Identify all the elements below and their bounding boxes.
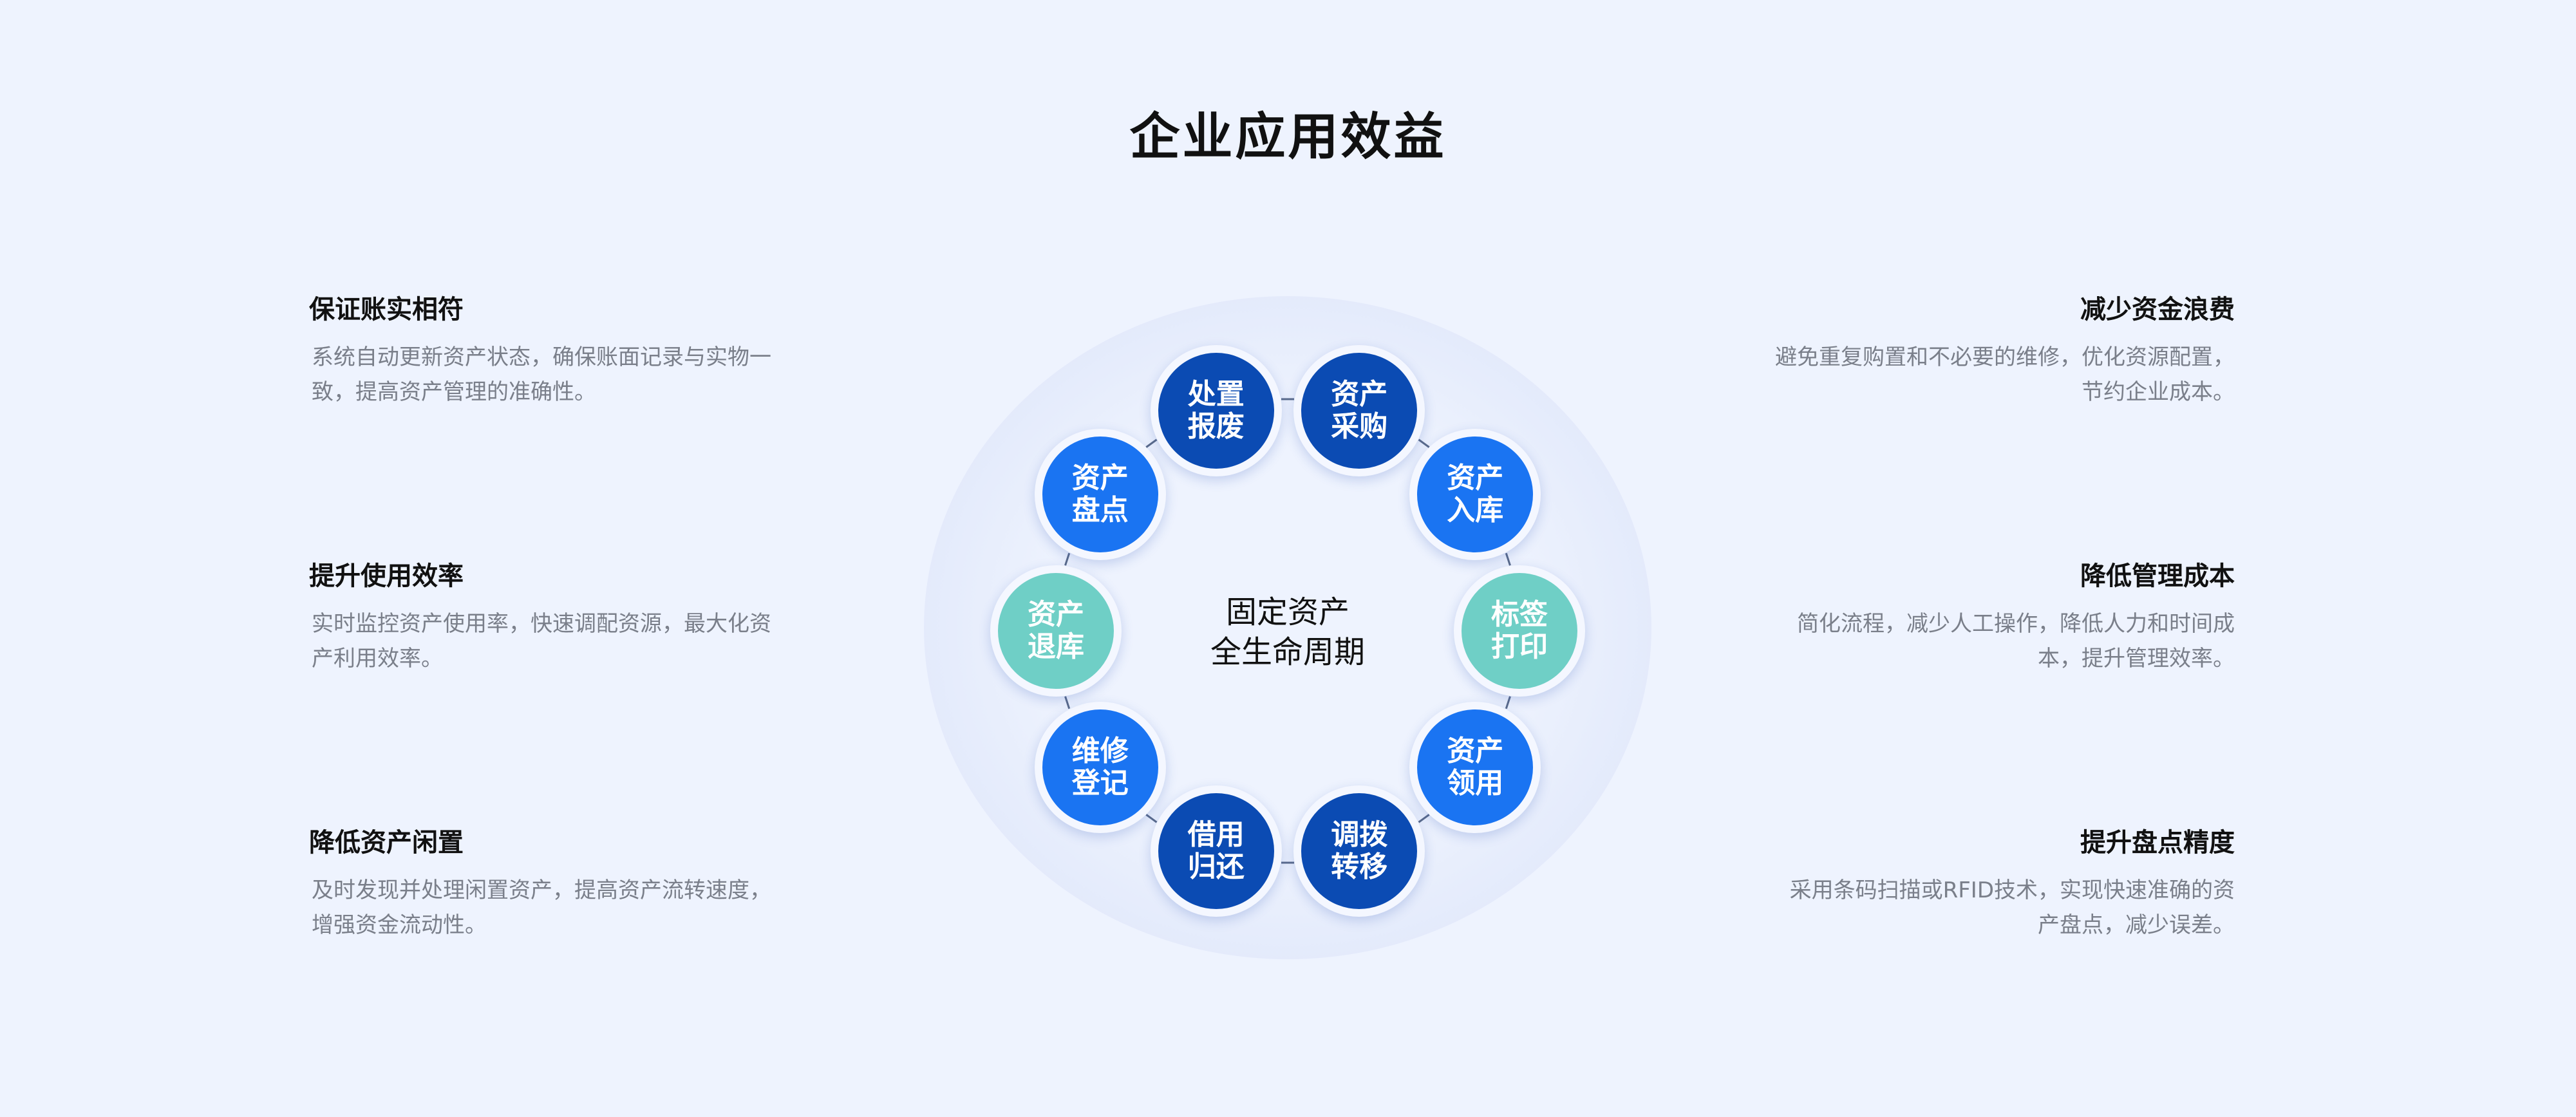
center-label-line2: 全生命周期 — [1210, 634, 1365, 670]
lifecycle-node: 资产领用 — [1409, 701, 1541, 833]
node-label-line1: 借用 — [1187, 818, 1245, 852]
node-label-line2: 入库 — [1447, 494, 1504, 527]
node-label-line2: 盘点 — [1071, 494, 1129, 527]
center-label: 固定资产 全生命周期 — [1159, 592, 1416, 672]
benefit-title: 减少资金浪费 — [2080, 295, 2235, 324]
benefit-left-2: 提升使用效率 实时监控资产使用率，快速调配资源，最大化资产利用效率。 — [309, 555, 773, 676]
benefit-title: 保证账实相符 — [309, 295, 464, 324]
cycle-connectors — [1064, 398, 1511, 864]
benefit-desc: 实时监控资产使用率，快速调配资源，最大化资产利用效率。 — [312, 611, 771, 671]
benefit-desc: 系统自动更新资产状态，确保账面记录与实物一致，提高资产管理的准确性。 — [312, 344, 771, 405]
benefit-title: 提升使用效率 — [309, 561, 464, 591]
center-label-line1: 固定资产 — [1225, 594, 1349, 630]
benefit-desc: 简化流程，减少人工操作，降低人力和时间成本，提升管理效率。 — [1797, 611, 2235, 671]
node-label-line1: 资产 — [1447, 734, 1504, 767]
benefit-right-2: 降低管理成本 简化流程，减少人工操作，降低人力和时间成本，提升管理效率。 — [1771, 555, 2235, 676]
benefit-right-1: 减少资金浪费 避免重复购置和不必要的维修，优化资源配置，节约企业成本。 — [1771, 288, 2235, 409]
node-label-line1: 资产 — [1331, 377, 1388, 411]
benefit-title: 降低管理成本 — [2080, 561, 2235, 591]
connector-tick — [1145, 438, 1158, 448]
connector-tick — [1145, 814, 1158, 823]
benefit-left-1: 保证账实相符 系统自动更新资产状态，确保账面记录与实物一致，提高资产管理的准确性… — [309, 288, 773, 409]
node-label-line1: 资产 — [1447, 462, 1504, 495]
benefit-desc: 采用条码扫描或RFID技术，实现快速准确的资产盘点，减少误差。 — [1789, 878, 2235, 938]
lifecycle-node: 资产采购 — [1293, 344, 1425, 476]
node-label-line2: 退库 — [1028, 630, 1084, 663]
node-label-line1: 维修 — [1071, 734, 1129, 767]
node-label-line1: 资产 — [1071, 462, 1129, 495]
lifecycle-node: 标签打印 — [1454, 565, 1585, 697]
node-label-line2: 登记 — [1071, 766, 1129, 800]
connector-tick — [1505, 552, 1511, 566]
page-title: 企业应用效益 — [1129, 108, 1447, 166]
node-label-line2: 转移 — [1331, 850, 1388, 884]
node-label-line2: 采购 — [1331, 409, 1388, 443]
node-label-line2: 打印 — [1491, 630, 1548, 663]
benefit-title: 降低资产闲置 — [309, 828, 464, 858]
node-label-line2: 领用 — [1447, 766, 1504, 800]
node-label-line1: 资产 — [1028, 598, 1084, 631]
benefit-title: 提升盘点精度 — [2080, 828, 2235, 858]
benefit-right-3: 提升盘点精度 采用条码扫描或RFID技术，实现快速准确的资产盘点，减少误差。 — [1771, 821, 2235, 943]
lifecycle-node: 处置报废 — [1150, 344, 1282, 476]
connector-tick — [1505, 696, 1511, 709]
node-label-line1: 调拨 — [1331, 818, 1388, 852]
benefit-desc: 及时发现并处理闲置资产，提高资产流转速度，增强资金流动性。 — [312, 878, 771, 938]
benefit-left-3: 降低资产闲置 及时发现并处理闲置资产，提高资产流转速度，增强资金流动性。 — [309, 821, 773, 943]
connector-tick — [1418, 438, 1430, 448]
node-label-line1: 标签 — [1491, 598, 1548, 631]
lifecycle-node: 维修登记 — [1034, 701, 1166, 833]
node-label-line2: 归还 — [1187, 850, 1245, 884]
connector-tick — [1064, 696, 1071, 709]
lifecycle-node: 借用归还 — [1150, 785, 1282, 917]
lifecycle-node: 资产盘点 — [1034, 429, 1166, 561]
node-label-line1: 处置 — [1187, 377, 1245, 411]
node-label-line2: 报废 — [1187, 409, 1245, 443]
lifecycle-node: 资产退库 — [990, 565, 1122, 697]
lifecycle-node: 调拨转移 — [1293, 785, 1425, 917]
connector-tick — [1064, 552, 1071, 566]
lifecycle-node: 资产入库 — [1409, 429, 1541, 561]
connector-tick — [1418, 814, 1430, 823]
benefit-desc: 避免重复购置和不必要的维修，优化资源配置，节约企业成本。 — [1775, 344, 2235, 405]
